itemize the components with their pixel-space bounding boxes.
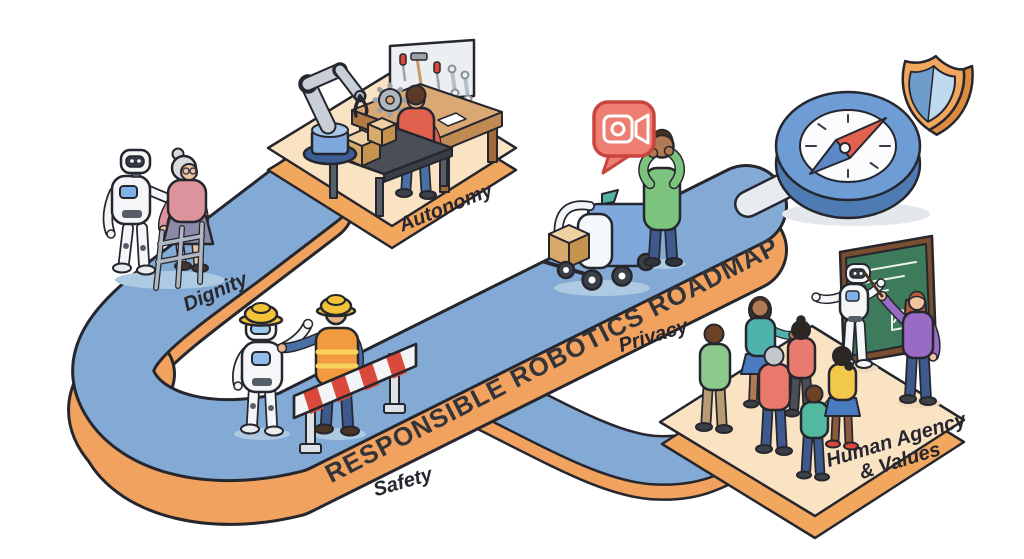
paper-sheet	[437, 112, 467, 127]
student-coral	[755, 345, 793, 456]
gear-icon	[372, 82, 408, 118]
roadmap-road	[67, 146, 788, 526]
bystander-on-phone	[638, 128, 686, 267]
pointer-stick	[862, 270, 884, 298]
traffic-barrier-icon	[292, 342, 418, 454]
autonomy-scene	[298, 38, 503, 217]
camera-speech-bubble-icon	[592, 100, 656, 175]
shield-icon	[901, 54, 974, 136]
student-green	[695, 323, 733, 434]
dignity-scene	[102, 147, 225, 291]
student-raising-hand	[796, 379, 845, 482]
delivery-robot-icon	[543, 189, 656, 291]
compass-icon	[774, 90, 930, 226]
safety-scene	[232, 294, 418, 454]
robotic-arm-icon	[298, 62, 369, 166]
compass-pivot	[839, 142, 851, 154]
privacy-scene	[543, 100, 686, 296]
sensor-flag	[601, 189, 619, 205]
classroom-scene	[695, 234, 941, 482]
student-yellow	[824, 346, 861, 451]
walker-icon	[153, 221, 205, 291]
human-teacher	[862, 270, 941, 406]
